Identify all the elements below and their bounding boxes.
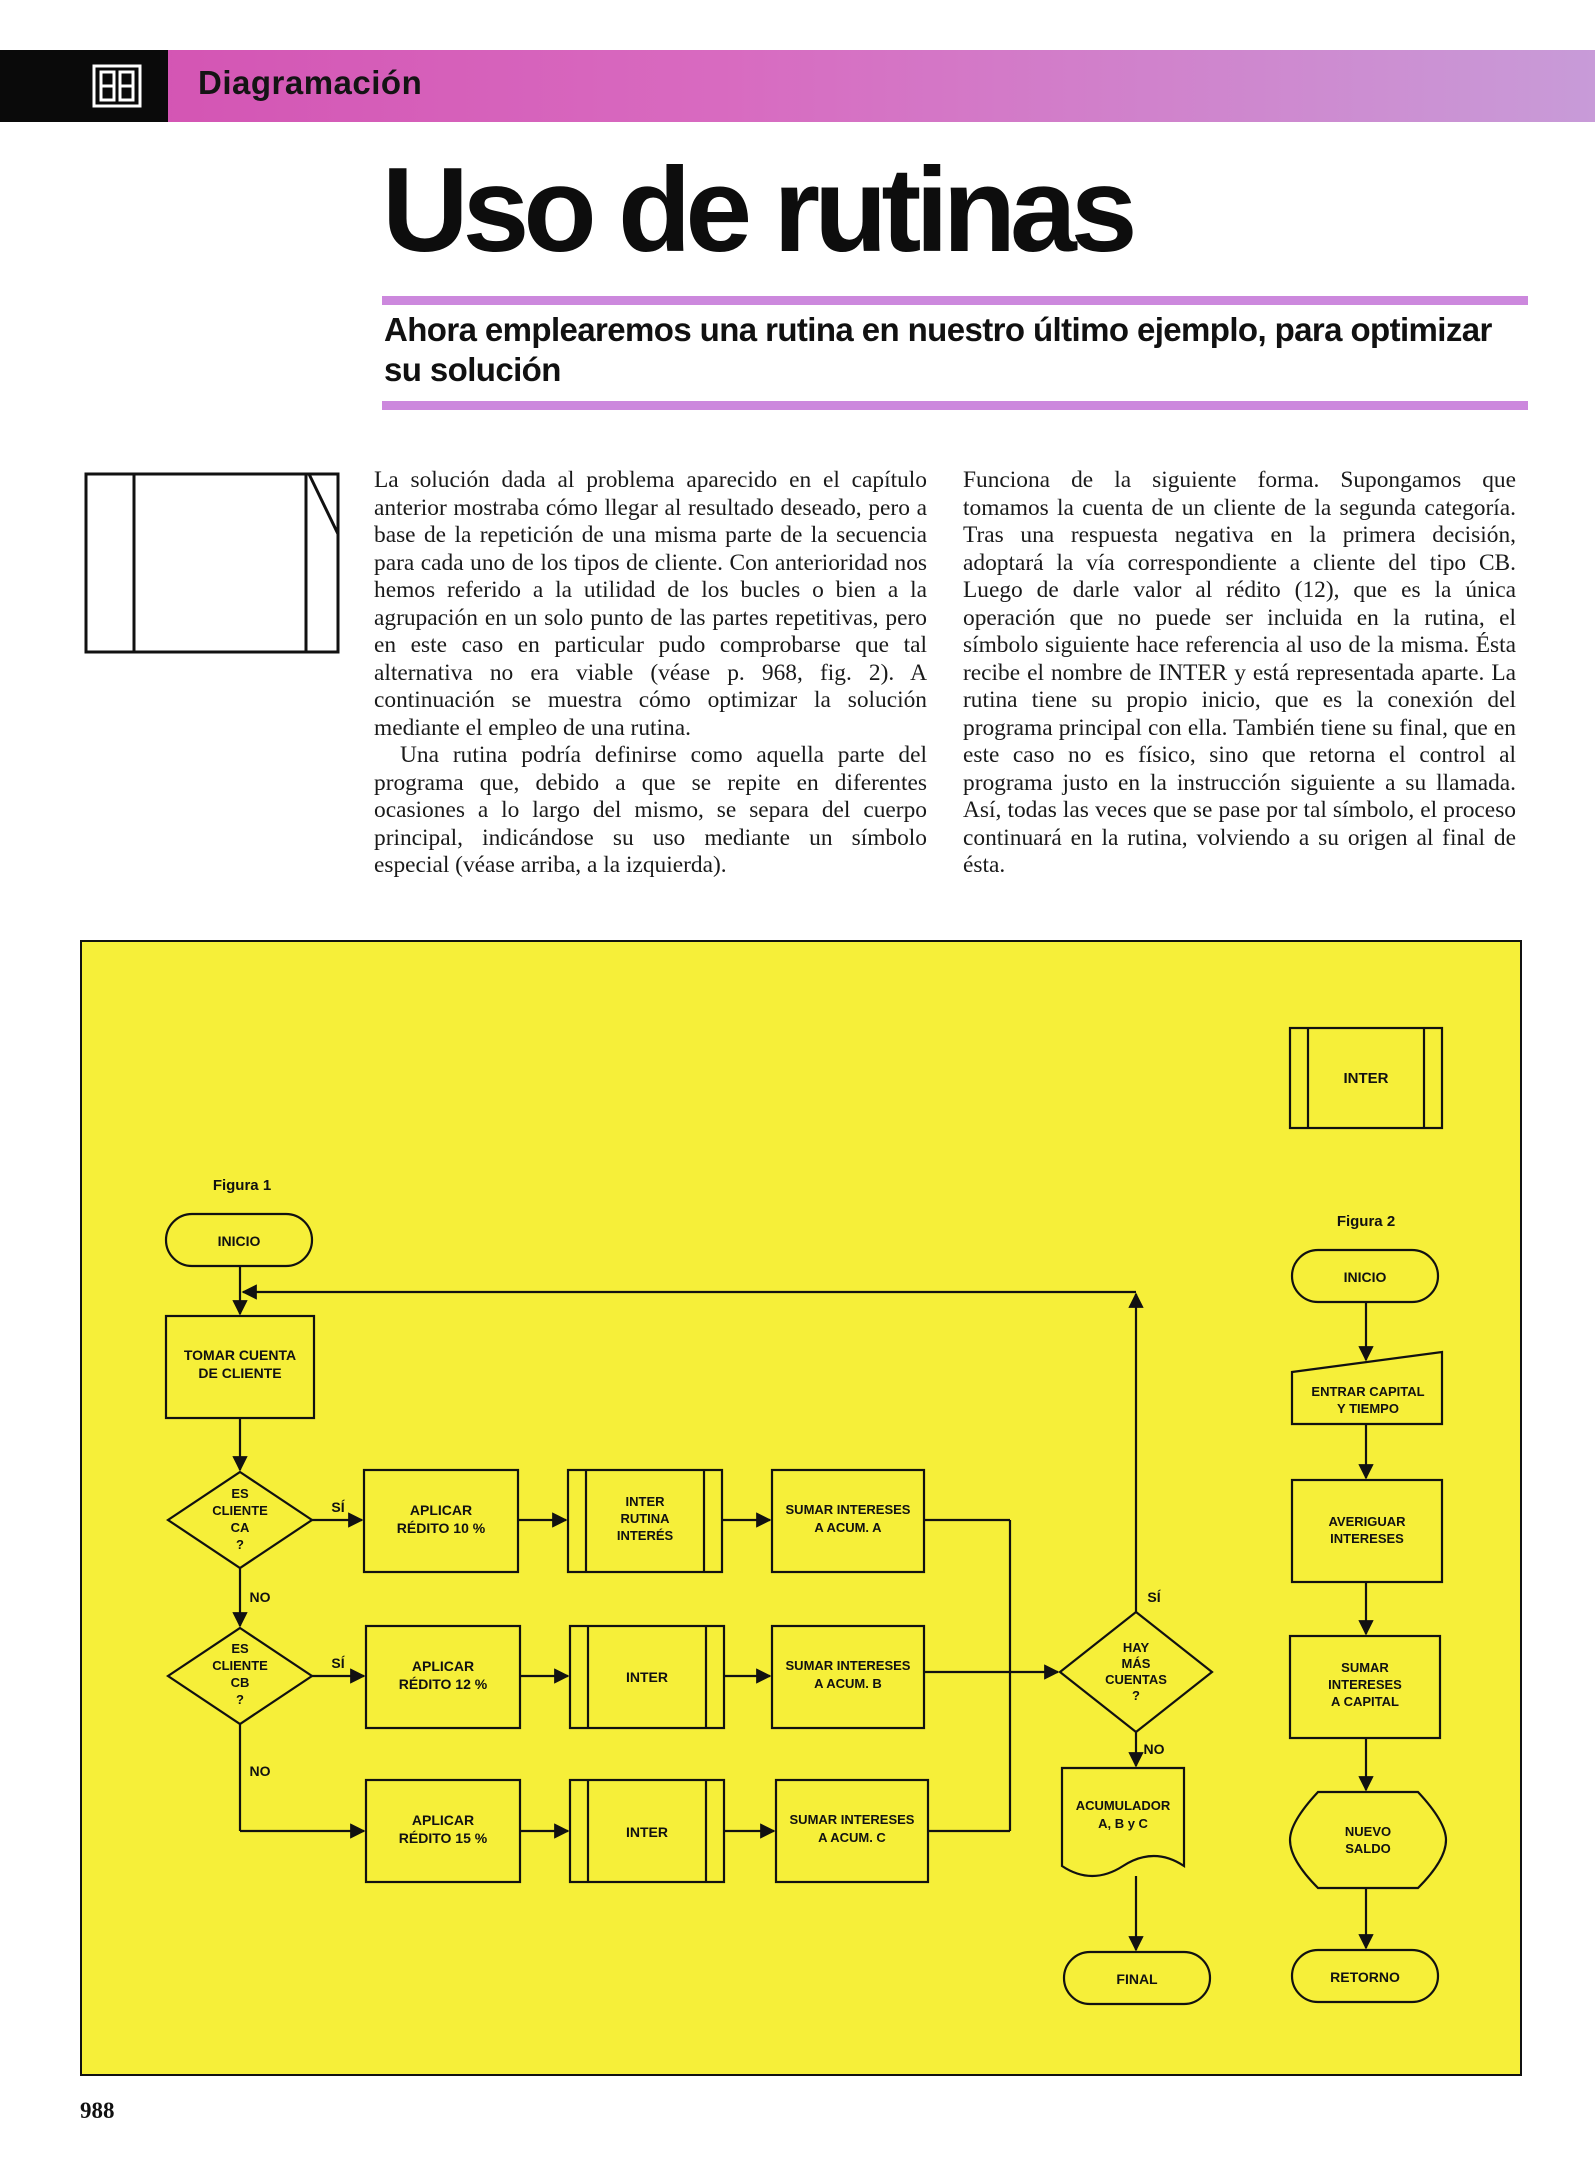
sumar-c-label: A ACUM. C [818,1830,886,1845]
subtitle-rule-bottom [382,401,1528,410]
averiguar-label: AVERIGUAR [1328,1514,1406,1529]
hay-mas-label: HAY [1123,1640,1150,1655]
sumar-c-label: SUMAR INTERESES [790,1812,915,1827]
page-subtitle: Ahora emplearemos una rutina en nuestro … [384,311,1492,388]
header-black-block [0,50,168,122]
flowchart-svg: INTER Figura 1 INICIO TOMAR CUENTA DE CL… [164,1026,1448,2006]
si-label: SÍ [1147,1589,1161,1605]
paragraph: Funciona de la siguiente forma. Supongam… [963,467,1516,878]
dec-cb-label: CLIENTE [212,1658,268,1673]
aplicar-12-label: APLICAR [412,1658,474,1674]
sumar-capital-label: A CAPITAL [1331,1694,1399,1709]
section-name: Diagramación [198,64,423,101]
sumar-capital-label: SUMAR [1341,1660,1389,1675]
body-column-right: Funciona de la siguiente forma. Supongam… [963,467,1516,880]
averiguar-label: INTERESES [1330,1531,1404,1546]
dec-ca-label: ES [231,1486,249,1501]
subtitle-rule-top [382,296,1528,305]
dec-cb-label: CB [231,1675,250,1690]
predefined-process-symbol-icon [84,472,340,654]
page-number: 988 [80,2098,115,2123]
hay-mas-label: MÁS [1122,1656,1151,1671]
acumulador-document [1060,1766,1186,1877]
hay-mas-label: CUENTAS [1105,1672,1167,1687]
sumar-a-label: A ACUM. A [814,1520,882,1535]
sumar-b-label: A ACUM. B [814,1676,882,1691]
paragraph: La solución dada al problema aparecido e… [374,467,927,741]
inter-header-label: INTER [1344,1070,1389,1087]
section-header-bar: Diagramación [0,50,1595,122]
sumar-b-label: SUMAR INTERESES [786,1658,911,1673]
aplicar-10-label: APLICAR [410,1502,472,1518]
final-terminal [1062,1950,1212,2006]
figure-1-label: Figura 1 [213,1177,271,1194]
body-column-left: La solución dada al problema aparecido e… [374,467,927,880]
dec-ca-label: ? [236,1537,244,1552]
si-label: SÍ [331,1655,345,1671]
nuevo-saldo-display [1288,1790,1448,1890]
retorno-terminal [1290,1948,1440,2004]
inter-rutina-label: INTERÉS [617,1528,674,1543]
aplicar-15-label: RÉDITO 15 % [399,1830,488,1846]
acumulador-label: ACUMULADOR [1076,1798,1171,1813]
sumar-b-box [770,1624,926,1730]
acumulador-label: A, B y C [1098,1816,1148,1831]
sumar-capital-label: INTERESES [1328,1677,1402,1692]
tomar-label: TOMAR CUENTA [184,1347,296,1363]
entrar-input [1290,1350,1444,1426]
si-label: SÍ [331,1499,345,1515]
entrar-label: ENTRAR CAPITAL [1311,1384,1424,1399]
page-title: Uso de rutinas [382,143,1137,277]
tomar-label: DE CLIENTE [198,1365,281,1381]
paragraph: Una rutina podría definirse como aquella… [374,742,927,878]
flowchart-figure: INTER Figura 1 INICIO TOMAR CUENTA DE CL… [80,940,1522,2076]
retorno-label: RETORNO [1330,1969,1400,1985]
nuevo-saldo-label: SALDO [1345,1841,1391,1856]
inter-routine-symbol [1288,1026,1444,1130]
inter-rutina-label: INTER [626,1494,666,1509]
aplicar-10-label: RÉDITO 10 % [397,1520,486,1536]
dec-cb-label: ? [236,1692,244,1707]
inter-rutina-label: RUTINA [620,1511,670,1526]
aplicar-12-label: RÉDITO 12 % [399,1676,488,1692]
inicio-label: INICIO [218,1233,261,1249]
final-label: FINAL [1116,1971,1158,1987]
aplicar-15-label: APLICAR [412,1812,474,1828]
entrar-label: Y TIEMPO [1337,1401,1399,1416]
dec-ca-label: CLIENTE [212,1503,268,1518]
hay-mas-label: ? [1132,1688,1140,1703]
inter-b-label: INTER [626,1669,668,1685]
dec-cb-label: ES [231,1641,249,1656]
nuevo-saldo-label: NUEVO [1345,1824,1391,1839]
no-label: NO [250,1589,271,1605]
section-logo-icon [92,64,142,108]
sumar-a-label: SUMAR INTERESES [786,1502,911,1517]
no-label: NO [250,1763,271,1779]
fig2-inicio-label: INICIO [1344,1269,1387,1285]
figure-2-label: Figura 2 [1337,1213,1395,1230]
dec-ca-label: CA [231,1520,250,1535]
no-label: NO [1144,1741,1165,1757]
inter-c-label: INTER [626,1824,668,1840]
